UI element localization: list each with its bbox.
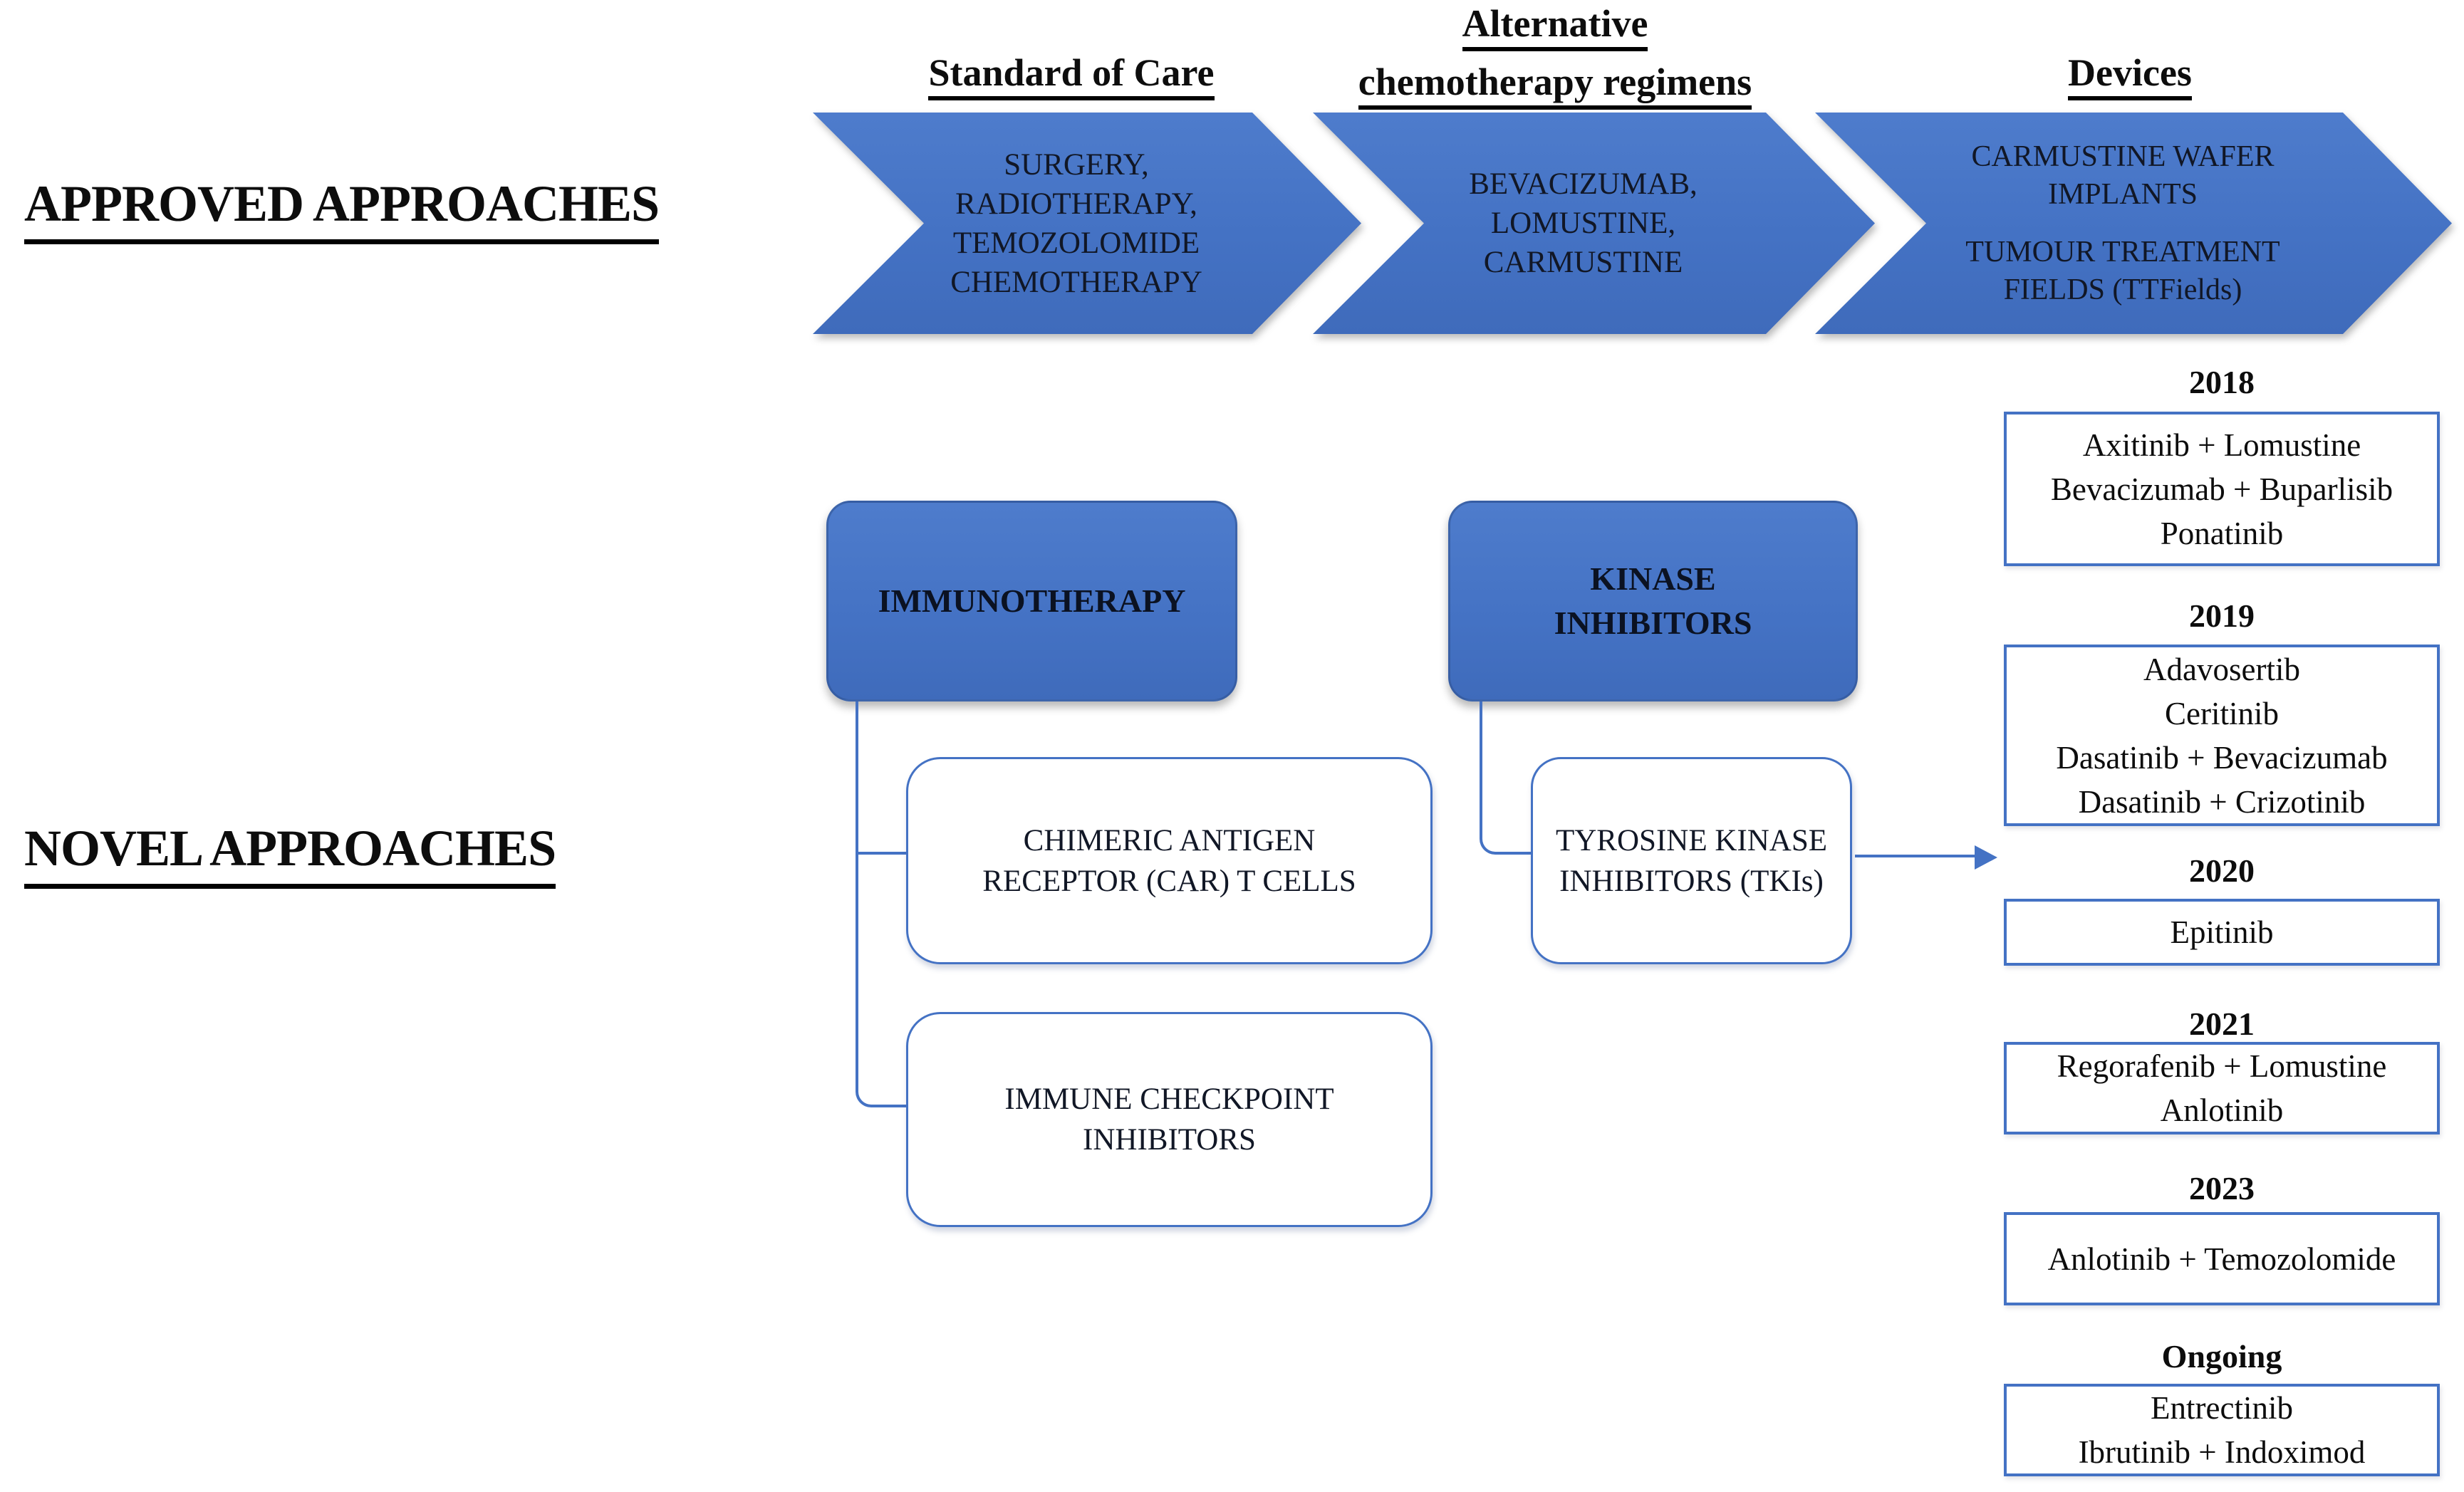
header-text: Alternative (1462, 4, 1648, 51)
timeline-item: Bevacizumab + Buparlisib (2050, 471, 2393, 507)
timeline-box-2020: Epitinib (2004, 899, 2440, 966)
timeline-item: Ibrutinib + Indoximod (2078, 1434, 2366, 1470)
tki-label-line: INHIBITORS (TKIs) (1559, 864, 1824, 898)
immunotherapy-label: IMMUNOTHERAPY (878, 582, 1186, 619)
timeline-item: Regorafenib + Lomustine (2057, 1048, 2387, 1084)
timeline-box-2018: Axitinib + Lomustine Bevacizumab + Bupar… (2004, 412, 2440, 566)
chevron-shape: CARMUSTINE WAFER IMPLANTS TUMOUR TREATME… (1815, 113, 2452, 334)
connector-immunotherapy-elbow (856, 701, 906, 1107)
timeline-year-label-2021: 2021 (2189, 1006, 2255, 1042)
immunotherapy-box: IMMUNOTHERAPY (826, 501, 1237, 701)
timeline-item: Axitinib + Lomustine (2082, 427, 2361, 463)
chevron-text-line: TUMOUR TREATMENT (1965, 235, 2280, 268)
novel-approaches-label: NOVEL APPROACHES (24, 819, 556, 889)
immune-checkpoint-inhibitors-box: IMMUNE CHECKPOINT INHIBITORS (906, 1012, 1433, 1227)
header-line: Devices (1881, 53, 2379, 100)
timeline-box-2023: Anlotinib + Temozolomide (2004, 1212, 2440, 1305)
car-t-label-line: RECEPTOR (CAR) T CELLS (982, 864, 1356, 898)
timeline-year-label-2023: 2023 (2189, 1170, 2255, 1206)
tki-label-line: TYROSINE KINASE (1555, 823, 1828, 857)
column-header-alternative-chemotherapy: Alternative chemotherapy regimens (1306, 4, 1804, 121)
chevron-text-line: CHEMOTHERAPY (950, 265, 1202, 299)
timeline-year-label-2020: 2020 (2189, 852, 2255, 889)
timeline-item: Anlotinib (2160, 1092, 2284, 1128)
header-text: Standard of Care (928, 53, 1215, 100)
right-arrowhead-icon (1975, 845, 1997, 870)
novel-approaches-heading: NOVEL APPROACHES (24, 819, 556, 889)
timeline-item: Epitinib (2170, 914, 2274, 950)
chevron-text-line: CARMUSTINE (1483, 246, 1683, 279)
kinase-label-line: KINASE (1590, 560, 1716, 597)
column-header-devices: Devices (1881, 53, 2379, 112)
chevron-text-line: BEVACIZUMAB, (1469, 167, 1698, 201)
chevron-text-line: SURGERY, (1004, 147, 1149, 182)
kinase-inhibitors-box: KINASE INHIBITORS (1448, 501, 1858, 701)
timeline-box-ongoing: Entrectinib Ibrutinib + Indoximod (2004, 1384, 2440, 1476)
car-t-label-line: CHIMERIC ANTIGEN (1023, 823, 1316, 857)
chevron-shape: SURGERY, RADIOTHERAPY, TEMOZOLOMIDE CHEM… (813, 113, 1361, 334)
timeline-item: Entrectinib (2151, 1390, 2293, 1426)
timeline-item: Ceritinib (2165, 695, 2279, 731)
chevron-text-group: CARMUSTINE WAFER IMPLANTS (1971, 138, 2274, 214)
kinase-label-line: INHIBITORS (1554, 605, 1752, 641)
approved-approaches-heading: APPROVED APPROACHES (24, 174, 660, 244)
timeline-item: Dasatinib + Crizotinib (2078, 783, 2366, 820)
header-line: chemotherapy regimens (1306, 63, 1804, 110)
timeline-box-2021: Regorafenib + Lomustine Anlotinib (2004, 1042, 2440, 1134)
tki-to-timeline-connector (1855, 855, 1977, 857)
connector-kinase-elbow (1480, 701, 1531, 855)
chevron-shape: BEVACIZUMAB, LOMUSTINE, CARMUSTINE (1313, 113, 1875, 334)
chevron-alternative-chemotherapy: BEVACIZUMAB, LOMUSTINE, CARMUSTINE (1313, 113, 1875, 334)
chevron-text-line: IMPLANTS (2047, 177, 2198, 211)
timeline-item: Ponatinib (2160, 515, 2284, 551)
timeline-year-label-2018: 2018 (2189, 364, 2255, 400)
connector-car-t-stub (856, 852, 906, 855)
chevron-text-line: FIELDS (TTFields) (2003, 273, 2242, 306)
header-line: Alternative (1306, 4, 1804, 51)
timeline-item: Adavosertib (2143, 651, 2300, 687)
timeline-item: Anlotinib + Temozolomide (2047, 1241, 2396, 1277)
column-header-standard-of-care: Standard of Care (815, 53, 1328, 112)
car-t-cells-box: CHIMERIC ANTIGEN RECEPTOR (CAR) T CELLS (906, 757, 1433, 964)
timeline-year-label-ongoing: Ongoing (2161, 1338, 2282, 1374)
chevron-standard-of-care: SURGERY, RADIOTHERAPY, TEMOZOLOMIDE CHEM… (813, 113, 1361, 334)
chevron-text-line: RADIOTHERAPY, (955, 187, 1197, 221)
checkpoint-label-line: IMMUNE CHECKPOINT (1004, 1083, 1334, 1116)
chevron-devices: CARMUSTINE WAFER IMPLANTS TUMOUR TREATME… (1815, 113, 2452, 334)
chevron-text-line: LOMUSTINE, (1490, 207, 1676, 240)
timeline-item: Dasatinib + Bevacizumab (2056, 739, 2388, 776)
approved-approaches-label: APPROVED APPROACHES (24, 174, 660, 244)
timeline-year-label-2019: 2019 (2189, 598, 2255, 634)
header-text: Devices (2068, 53, 2192, 100)
chevron-text-line: CARMUSTINE WAFER (1971, 140, 2275, 173)
checkpoint-label-line: INHIBITORS (1083, 1123, 1256, 1157)
chevron-text-group: TUMOUR TREATMENT FIELDS (TTFields) (1965, 234, 2280, 309)
header-line: Standard of Care (815, 53, 1328, 100)
chevron-text-line: TEMOZOLOMIDE (952, 226, 1200, 260)
tyrosine-kinase-inhibitors-box: TYROSINE KINASE INHIBITORS (TKIs) (1531, 757, 1852, 964)
header-text: chemotherapy regimens (1358, 63, 1752, 110)
timeline-box-2019: Adavosertib Ceritinib Dasatinib + Bevaci… (2004, 645, 2440, 826)
